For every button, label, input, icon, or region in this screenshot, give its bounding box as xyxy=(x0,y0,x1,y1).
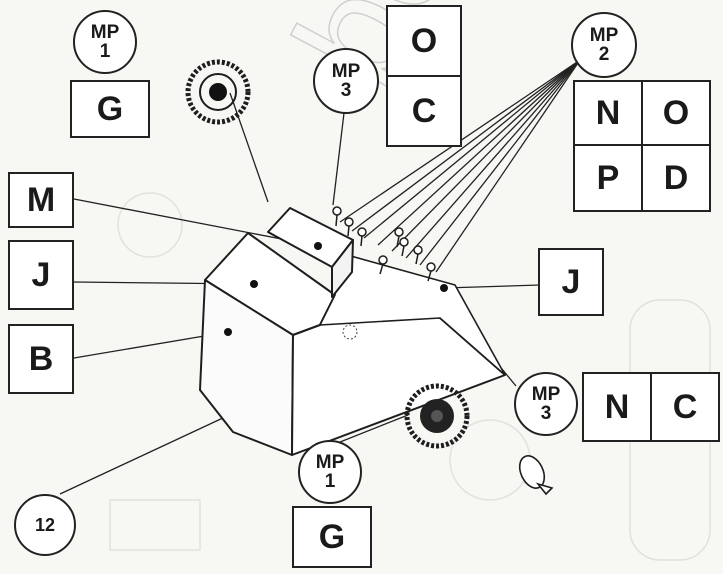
mp-count: 3 xyxy=(540,403,552,424)
placement-dots xyxy=(224,242,448,336)
mp-count: 1 xyxy=(99,41,111,62)
mp-label: MP xyxy=(331,61,361,82)
mp-label: MP xyxy=(531,384,561,405)
mp-label: MP xyxy=(315,452,345,473)
part-o-top: O xyxy=(386,5,462,77)
label-box-b: B xyxy=(8,324,74,394)
mp1-top-bubble: MP 1 xyxy=(73,10,137,74)
mp-count: 1 xyxy=(324,471,336,492)
leader-lines xyxy=(59,59,581,495)
part-n-mp2: N xyxy=(573,80,643,146)
mp3-right-bubble: MP 3 xyxy=(514,372,578,436)
mp1-bottom-bubble: MP 1 xyxy=(298,440,362,504)
pointing-hand-icon xyxy=(518,455,554,496)
peg-hardware xyxy=(332,206,436,282)
part-g-top: G xyxy=(70,80,150,138)
mp-label: MP xyxy=(90,22,120,43)
mp3-top-bubble: MP 3 xyxy=(313,48,379,114)
mp2-bubble: MP 2 xyxy=(571,12,637,78)
part-o-mp2: O xyxy=(641,80,711,146)
label-box-j-left: J xyxy=(8,240,74,310)
label-box-j-right: J xyxy=(538,248,604,316)
knob-g-bottom xyxy=(404,383,470,449)
part-c-top: C xyxy=(386,75,462,147)
mp-count: 3 xyxy=(340,80,352,101)
mp-label: MP xyxy=(589,25,619,46)
cabinet-drawing xyxy=(199,207,506,456)
part-p-mp2: P xyxy=(573,144,643,212)
mp-count: 2 xyxy=(598,44,610,65)
dashed-hole-marker xyxy=(342,324,358,340)
part-n-right: N xyxy=(582,372,652,442)
label-box-m: M xyxy=(8,172,74,228)
knob-g-top xyxy=(185,59,251,125)
step-number: 12 xyxy=(14,494,76,556)
part-c-right: C xyxy=(650,372,720,442)
part-d-mp2: D xyxy=(641,144,711,212)
part-g-bottom: G xyxy=(292,506,372,568)
